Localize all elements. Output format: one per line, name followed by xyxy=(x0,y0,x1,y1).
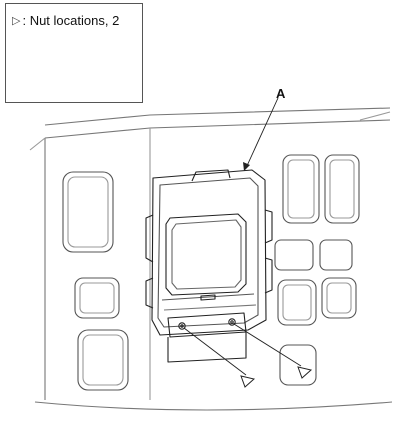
module-bracket-a xyxy=(145,169,273,363)
legend-text: : Nut locations, 2 xyxy=(22,13,120,28)
body-outline xyxy=(29,107,393,411)
nut-holes xyxy=(178,318,236,330)
nut-location-marker-right xyxy=(297,366,313,379)
grille-openings-left xyxy=(62,171,129,391)
leader-lines xyxy=(183,97,302,376)
callout-arrowhead xyxy=(243,162,250,171)
grille-openings-right xyxy=(274,154,360,386)
callout-label-a: A xyxy=(276,86,286,101)
outline-triangle-icon: ▷ xyxy=(12,15,21,27)
nut-location-marker-left xyxy=(240,375,256,388)
legend-entry: ▷ : Nut locations, 2 xyxy=(12,13,119,28)
legend-box: ▷ : Nut locations, 2 xyxy=(5,3,143,103)
